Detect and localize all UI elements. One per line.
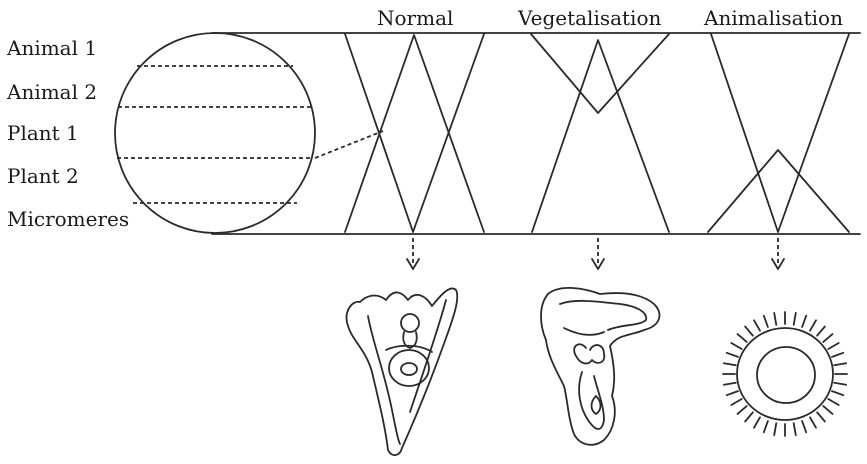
vegetalisation-gradients (531, 34, 669, 232)
normal-gradients (345, 34, 484, 232)
cilium (727, 391, 738, 395)
cilium (817, 327, 825, 336)
cilium (764, 421, 768, 432)
cilium (802, 316, 806, 327)
cilium (834, 363, 846, 365)
arrow-normal (407, 238, 419, 269)
cilium (774, 313, 776, 325)
normal-larva-drawing (347, 288, 458, 455)
vegetalised-embryo-drawing (541, 288, 659, 445)
cilia (723, 312, 847, 436)
cilium (823, 334, 832, 342)
cilium (794, 423, 796, 435)
animalised-embryo-drawing (723, 312, 847, 436)
cilium (832, 391, 843, 395)
cilium (802, 421, 806, 432)
cilium (828, 343, 838, 349)
cilium (823, 406, 832, 414)
cilium (764, 316, 768, 327)
cilium (810, 320, 816, 330)
cilium (731, 343, 741, 349)
cilium (738, 406, 747, 414)
cilium (817, 412, 825, 421)
cilium (724, 383, 736, 385)
cilium (745, 412, 753, 421)
cilium (828, 399, 838, 405)
arrow-animalisation (772, 238, 784, 269)
cilium (731, 399, 741, 405)
cilium (810, 417, 816, 427)
arrow-vegetalisation (592, 238, 604, 269)
cilium (754, 417, 760, 427)
cilium (834, 383, 846, 385)
cilium (832, 353, 843, 357)
cilium (724, 363, 736, 365)
embryo-circle (115, 33, 315, 233)
animalisation-gradients (708, 34, 849, 232)
cilium (794, 313, 796, 325)
cilium (745, 327, 753, 336)
cilium (727, 353, 738, 357)
cilium (738, 334, 747, 342)
cilium (774, 423, 776, 435)
cilium (754, 320, 760, 330)
